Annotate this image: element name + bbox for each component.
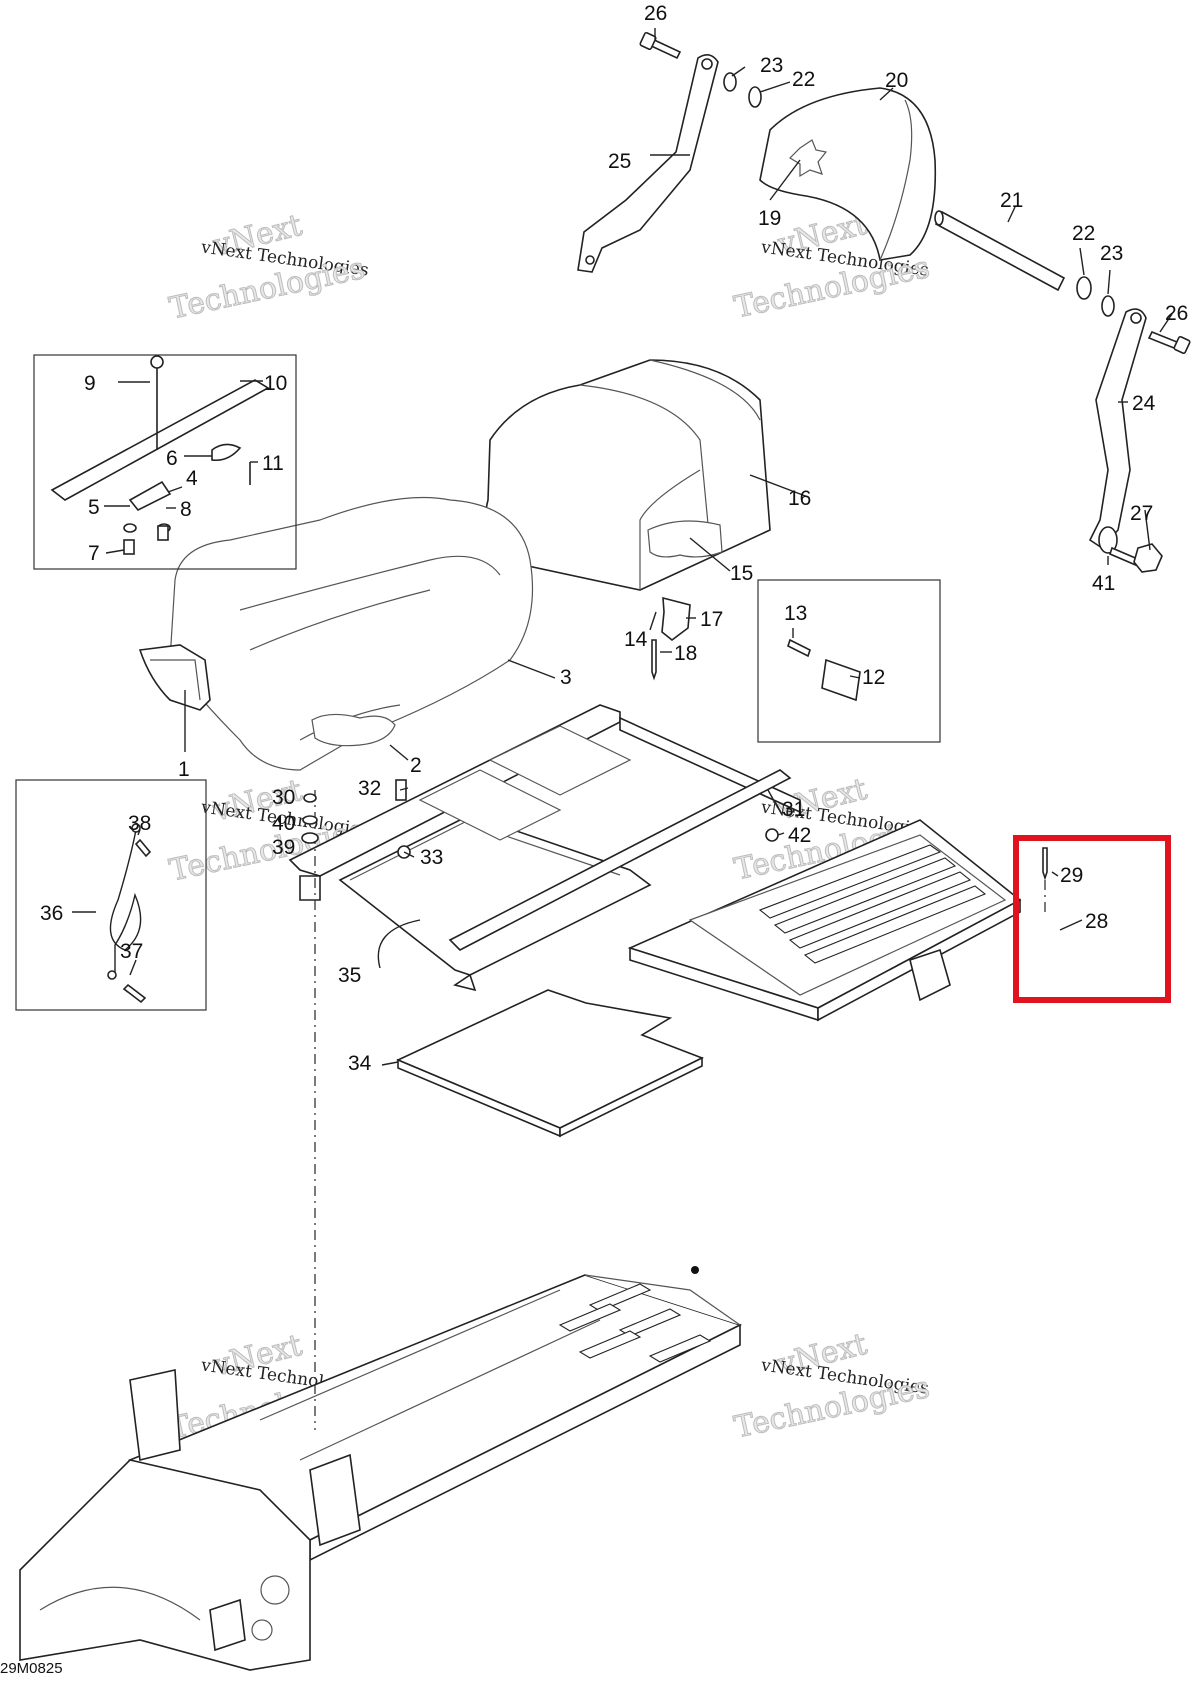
callout-7: 7 xyxy=(88,542,100,565)
callout-42: 42 xyxy=(788,824,811,847)
backrest-pad xyxy=(759,87,937,261)
foam-pad xyxy=(396,989,704,1138)
callout-32: 32 xyxy=(358,777,381,800)
leader-lines xyxy=(72,28,1173,1066)
inset-tether xyxy=(15,779,207,1011)
rod xyxy=(934,210,1066,292)
bolt-top-right xyxy=(1147,330,1191,355)
callout-30: 30 xyxy=(272,786,295,809)
callout-16: 16 xyxy=(788,487,811,510)
callout-22-right: 22 xyxy=(1072,222,1095,245)
inset-hinge-screws xyxy=(757,579,941,743)
chassis xyxy=(19,1274,743,1671)
callout-29: 29 xyxy=(1060,864,1083,887)
callout-40: 40 xyxy=(272,812,295,835)
hinge-screw-parts xyxy=(787,638,861,702)
reference-dot xyxy=(691,1266,699,1274)
callout-18: 18 xyxy=(674,642,697,665)
seat-frame xyxy=(288,704,801,992)
callout-34: 34 xyxy=(348,1052,372,1075)
callout-27: 27 xyxy=(1130,502,1153,525)
callout-12: 12 xyxy=(862,666,885,689)
hinge-parts xyxy=(50,355,270,555)
callout-8: 8 xyxy=(180,498,192,521)
washers-right xyxy=(1076,276,1115,317)
main-seat xyxy=(169,496,534,771)
callout-20: 20 xyxy=(885,69,908,92)
callout-17: 17 xyxy=(700,608,723,631)
callout-41: 41 xyxy=(1092,572,1115,595)
storage-tray xyxy=(627,819,1022,1022)
callout-6: 6 xyxy=(166,447,178,470)
callout-25: 25 xyxy=(608,150,631,173)
highlight-box xyxy=(1013,835,1171,1003)
knob-and-washer xyxy=(1098,526,1163,573)
callout-10: 10 xyxy=(264,372,287,395)
callout-labels: 26 23 22 20 25 19 21 22 23 26 24 27 41 1… xyxy=(40,2,1188,1075)
callout-22: 22 xyxy=(792,68,815,91)
callout-24: 24 xyxy=(1132,392,1156,415)
callout-28: 28 xyxy=(1085,910,1108,933)
callout-4: 4 xyxy=(186,467,198,490)
callout-2: 2 xyxy=(410,754,422,777)
callout-23-right: 23 xyxy=(1100,242,1123,265)
washers-top-left xyxy=(723,72,762,108)
callout-39: 39 xyxy=(272,836,295,859)
fasteners-30-40 xyxy=(301,793,319,844)
fastener-29 xyxy=(1042,847,1048,881)
diagram-code: 29M0825 xyxy=(0,1660,63,1677)
tether-parts xyxy=(107,823,152,1004)
callout-13: 13 xyxy=(784,602,807,625)
watermark-top-left: vNext vNext Technologies Technologies xyxy=(166,207,370,327)
callout-9: 9 xyxy=(84,372,96,395)
watermark-mid-left: vNext vNext Technologies Technologies xyxy=(166,772,370,889)
callout-23: 23 xyxy=(760,54,783,77)
screw-18 xyxy=(651,639,657,681)
callout-33: 33 xyxy=(420,846,443,869)
callout-3: 3 xyxy=(560,666,572,689)
callout-1: 1 xyxy=(178,758,190,781)
callout-37: 37 xyxy=(120,940,143,963)
bracket-right xyxy=(1088,308,1147,550)
callout-38: 38 xyxy=(128,812,151,835)
inset-hinge xyxy=(33,354,297,570)
callout-11: 11 xyxy=(262,452,284,475)
watermark-bottom-right: vNext vNext Technologies Technologies xyxy=(731,1326,933,1446)
callout-14: 14 xyxy=(624,628,648,651)
bolt-top-left xyxy=(639,31,682,60)
fastener-42 xyxy=(765,828,779,842)
passenger-seat xyxy=(484,359,771,591)
callout-31: 31 xyxy=(782,798,805,821)
callout-21: 21 xyxy=(1000,189,1023,212)
callout-26: 26 xyxy=(644,2,667,25)
bracket-left xyxy=(577,54,719,273)
callout-5: 5 xyxy=(88,496,100,519)
callout-15: 15 xyxy=(730,562,753,585)
callout-19: 19 xyxy=(758,207,781,230)
callout-36: 36 xyxy=(40,902,63,925)
seat-bracket-17 xyxy=(661,596,691,642)
callout-26-right: 26 xyxy=(1165,302,1188,325)
callout-35: 35 xyxy=(338,964,361,987)
seat-front-piece xyxy=(138,644,211,711)
